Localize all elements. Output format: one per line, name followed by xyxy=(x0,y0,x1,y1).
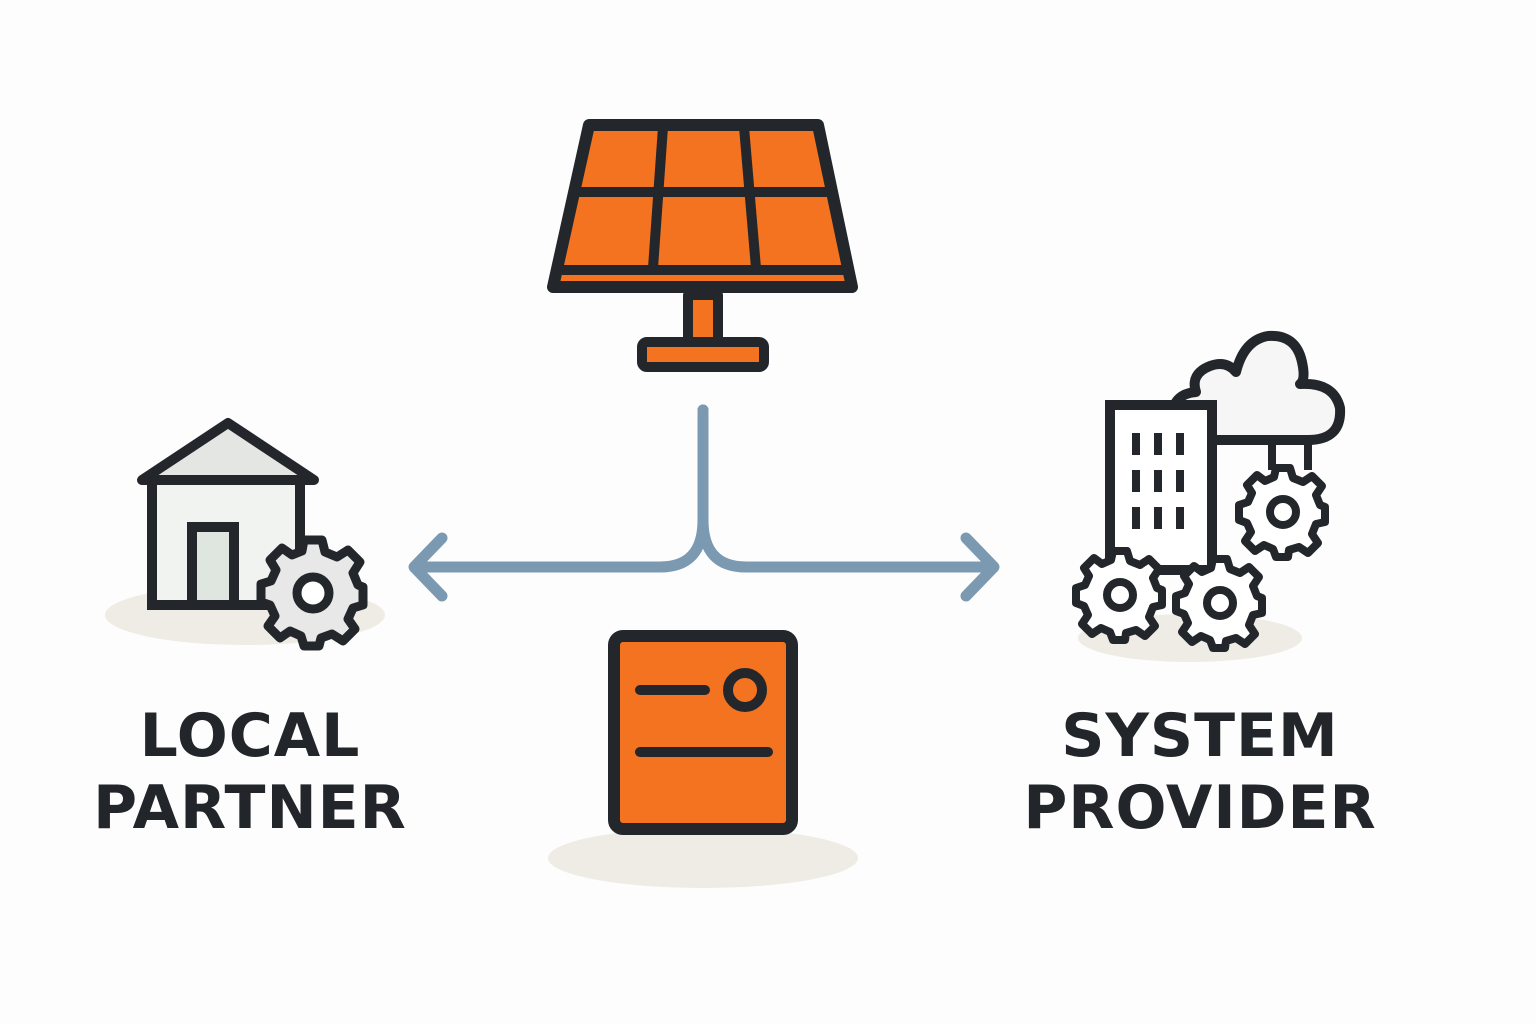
system-provider-label-line2: PROVIDER xyxy=(1023,773,1377,843)
connector-lines xyxy=(408,404,1000,602)
arrowhead-right xyxy=(960,532,1000,602)
battery-storage-icon xyxy=(608,630,798,835)
solar-panel-icon xyxy=(547,119,858,372)
local-partner-label-line1: LOCAL xyxy=(139,701,361,771)
local-partner-label-line2: PARTNER xyxy=(93,773,407,843)
gear-icon xyxy=(1072,547,1166,644)
system-provider-label: SYSTEM PROVIDER xyxy=(1000,700,1400,844)
arrowhead-left xyxy=(408,532,448,602)
gear-icon xyxy=(1172,555,1266,652)
connector-to-system xyxy=(697,404,996,573)
connector-to-local xyxy=(414,404,709,573)
gear-icon xyxy=(256,535,368,651)
house-with-gear-icon xyxy=(137,418,368,651)
battery-shadow xyxy=(548,828,858,888)
building-cloud-gears-icon xyxy=(1072,330,1346,652)
system-provider-label-line1: SYSTEM xyxy=(1061,701,1339,771)
local-partner-label: LOCAL PARTNER xyxy=(60,700,440,844)
building-windows xyxy=(1132,433,1184,529)
gear-icon xyxy=(1235,464,1329,561)
